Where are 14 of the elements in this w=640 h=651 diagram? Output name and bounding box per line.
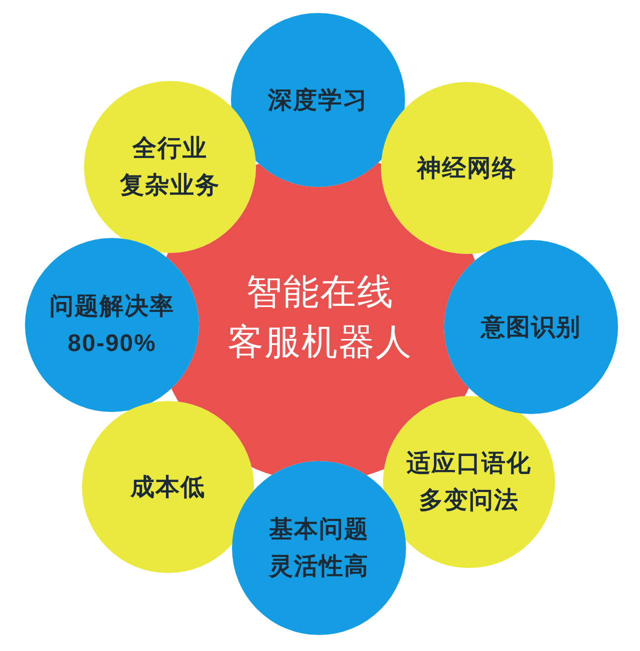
topic-label: 适应口语化 bbox=[406, 449, 532, 479]
hub-title: 客服机器人 bbox=[228, 320, 412, 364]
topic-label: 神经网络 bbox=[417, 154, 517, 184]
topic-label: 问题解决率 bbox=[50, 292, 174, 322]
topic-label: 复杂业务 bbox=[120, 171, 220, 201]
topic-label: 意图识别 bbox=[481, 312, 581, 342]
topic-label: 成本低 bbox=[130, 472, 206, 502]
topic-label: 基本问题 bbox=[269, 515, 369, 545]
hub-title: 智能在线 bbox=[246, 270, 394, 314]
topic-label: 全行业 bbox=[132, 134, 208, 164]
topic-label: 80-90% bbox=[68, 329, 156, 359]
topic-label: 多变问法 bbox=[419, 486, 519, 516]
topic-label: 深度学习 bbox=[268, 86, 368, 116]
topic-label: 灵活性高 bbox=[269, 552, 369, 582]
